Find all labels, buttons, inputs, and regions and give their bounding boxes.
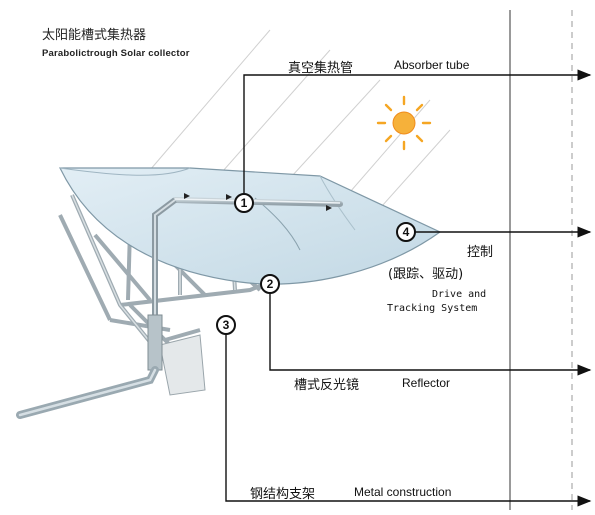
callout-badge-4: 4 — [396, 222, 416, 242]
callout-badge-3: 3 — [216, 315, 236, 335]
title-zh: 太阳能槽式集热器 — [42, 28, 147, 43]
inlet-pipe — [16, 366, 159, 419]
absorber-tube — [172, 197, 343, 207]
base-pier — [159, 334, 206, 396]
reflector-label-zh: 槽式反光镜 — [294, 378, 360, 393]
absorber-label-en: Absorber tube — [394, 58, 470, 72]
leader-line-metal — [225, 325, 592, 507]
metal-label-zh: 钢结构支架 — [250, 487, 316, 502]
leader-line-absorber — [243, 69, 592, 203]
callout-badge-2: 2 — [260, 274, 280, 294]
absorber-label-zh: 真空集热管 — [288, 61, 354, 76]
sun-icon — [376, 95, 432, 151]
flow-arrows — [184, 193, 332, 211]
drive-label-zh-line1: 控制 — [467, 245, 494, 260]
reflector-mirror — [59, 167, 442, 285]
drive-label-en-line1: Drive and — [432, 289, 487, 300]
callout-badge-1: 1 — [234, 193, 254, 213]
drive-label-en-line2: Tracking System — [387, 303, 478, 314]
drive-label-zh-line2: (跟踪、驱动) — [388, 267, 464, 282]
reflector-label-en: Reflector — [402, 376, 451, 390]
title-en: Parabolictrough Solar collector — [42, 48, 190, 59]
metal-label-en: Metal construction — [354, 485, 452, 499]
leader-line-reflector — [269, 284, 592, 376]
